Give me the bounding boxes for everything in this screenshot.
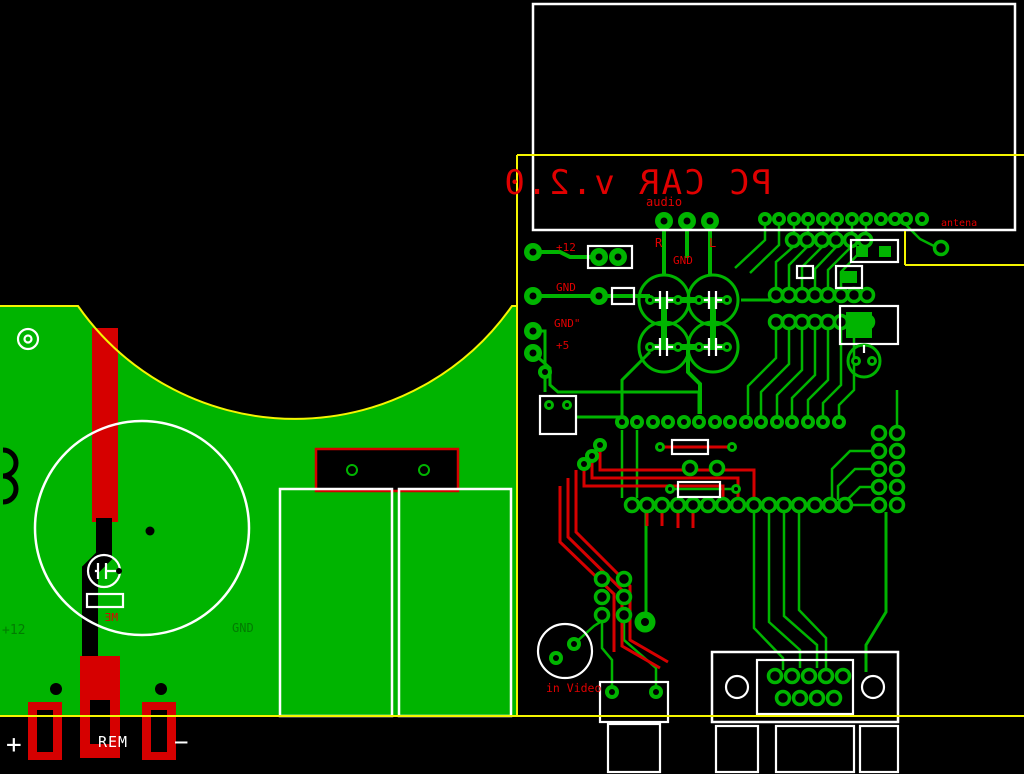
drill-hole bbox=[145, 526, 155, 536]
label-audio-r: R bbox=[655, 236, 663, 250]
db9-connector[interactable] bbox=[710, 650, 900, 774]
pin-header-row-2[interactable] bbox=[623, 496, 854, 514]
label-in-video: in Video bbox=[546, 681, 601, 695]
terminal-pad-rem[interactable] bbox=[80, 656, 120, 758]
copper-pour[interactable] bbox=[0, 306, 516, 716]
drill-hole bbox=[155, 683, 167, 695]
video-connector[interactable] bbox=[536, 622, 594, 680]
smd-components[interactable] bbox=[795, 238, 900, 346]
label-pwr-5: +5 bbox=[556, 339, 569, 352]
board-outline bbox=[0, 154, 1024, 717]
label-terminal-plus: + bbox=[6, 730, 22, 760]
electrolytic-capacitors[interactable] bbox=[637, 273, 740, 374]
board-title-mirrored: PC CAR v.2.0 bbox=[502, 163, 772, 203]
resistor-outline[interactable] bbox=[85, 592, 125, 609]
usb-connector[interactable] bbox=[598, 680, 670, 774]
mid-components[interactable] bbox=[577, 438, 741, 499]
capacitor-outline-large[interactable] bbox=[33, 419, 251, 637]
terminal-pad-minus[interactable] bbox=[142, 702, 176, 760]
capacitor-small[interactable] bbox=[86, 553, 122, 589]
crystal-footprint[interactable] bbox=[538, 394, 578, 436]
label-pwr-12: +12 bbox=[556, 241, 576, 254]
antenna-pad[interactable] bbox=[932, 239, 950, 257]
capacitor-plate-icons bbox=[653, 291, 724, 356]
label-left-12: +12 bbox=[2, 623, 25, 638]
label-pwr-gnd2: GND" bbox=[554, 317, 581, 330]
label-left-gnd: GND bbox=[232, 621, 254, 635]
power-connector[interactable] bbox=[586, 244, 636, 306]
label-audio: audio bbox=[646, 195, 682, 209]
label-pwr-gnd: GND bbox=[556, 281, 576, 294]
terminal-pad-plus[interactable] bbox=[28, 702, 62, 760]
label-terminal-rem: REM bbox=[98, 733, 128, 751]
label-audio-l: L bbox=[709, 236, 716, 250]
drill-hole bbox=[50, 683, 62, 695]
trimmer[interactable] bbox=[846, 343, 882, 379]
pin-header-row-1[interactable] bbox=[615, 415, 846, 429]
label-terminal-minus: − bbox=[174, 728, 188, 756]
label-antena: antena bbox=[941, 218, 977, 229]
silkscreen-frame bbox=[531, 2, 1017, 232]
audio-connector-pads[interactable] bbox=[655, 212, 719, 230]
label-audio-gnd: GND bbox=[673, 254, 693, 267]
silkscreen-text: PC CAR v.2.0 audio R L GND +12 GND GND" … bbox=[2, 163, 977, 760]
label-cap-ref-mirrored: ME bbox=[105, 611, 118, 624]
coil-icon[interactable] bbox=[2, 447, 19, 505]
diode-block[interactable] bbox=[314, 447, 460, 493]
mounting-hole[interactable] bbox=[16, 327, 40, 351]
